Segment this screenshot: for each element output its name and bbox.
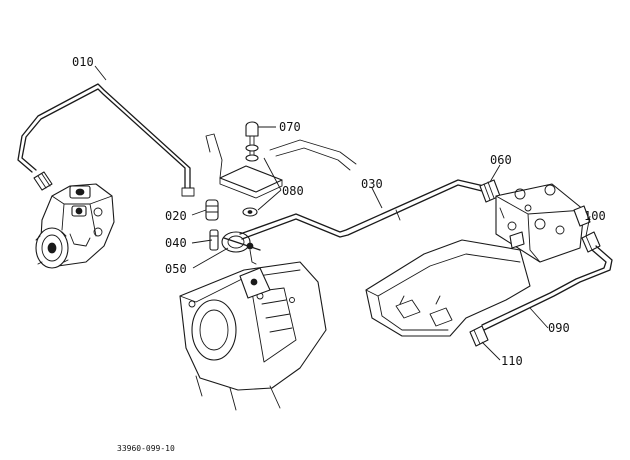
control-valve [495, 183, 591, 263]
fitting-110 [469, 325, 489, 347]
pipe-090 [481, 245, 613, 331]
pipe-030 [239, 179, 485, 240]
callout-050: 050 [165, 262, 187, 276]
callout-030: 030 [361, 177, 383, 191]
pipe-010 [17, 83, 195, 197]
callout-010: 010 [72, 55, 94, 69]
callout-070: 070 [279, 120, 301, 134]
callout-020: 020 [165, 209, 187, 223]
clamp-050 [221, 231, 261, 265]
callout-100: 100 [584, 209, 606, 223]
callout-060: 060 [490, 153, 512, 167]
fitting-020 [205, 199, 219, 221]
callout-110: 110 [501, 354, 523, 368]
hydraulic-pump [33, 171, 115, 269]
bracket-assembly [205, 121, 357, 217]
leader-lines [94, 65, 591, 361]
transmission-case [179, 261, 327, 411]
callout-080: 080 [282, 184, 304, 198]
fitting-100 [581, 231, 601, 253]
callout-090: 090 [548, 321, 570, 335]
drawing-code: 33960-099-10 [117, 444, 175, 453]
oil-pan [365, 239, 531, 337]
callout-040: 040 [165, 236, 187, 250]
